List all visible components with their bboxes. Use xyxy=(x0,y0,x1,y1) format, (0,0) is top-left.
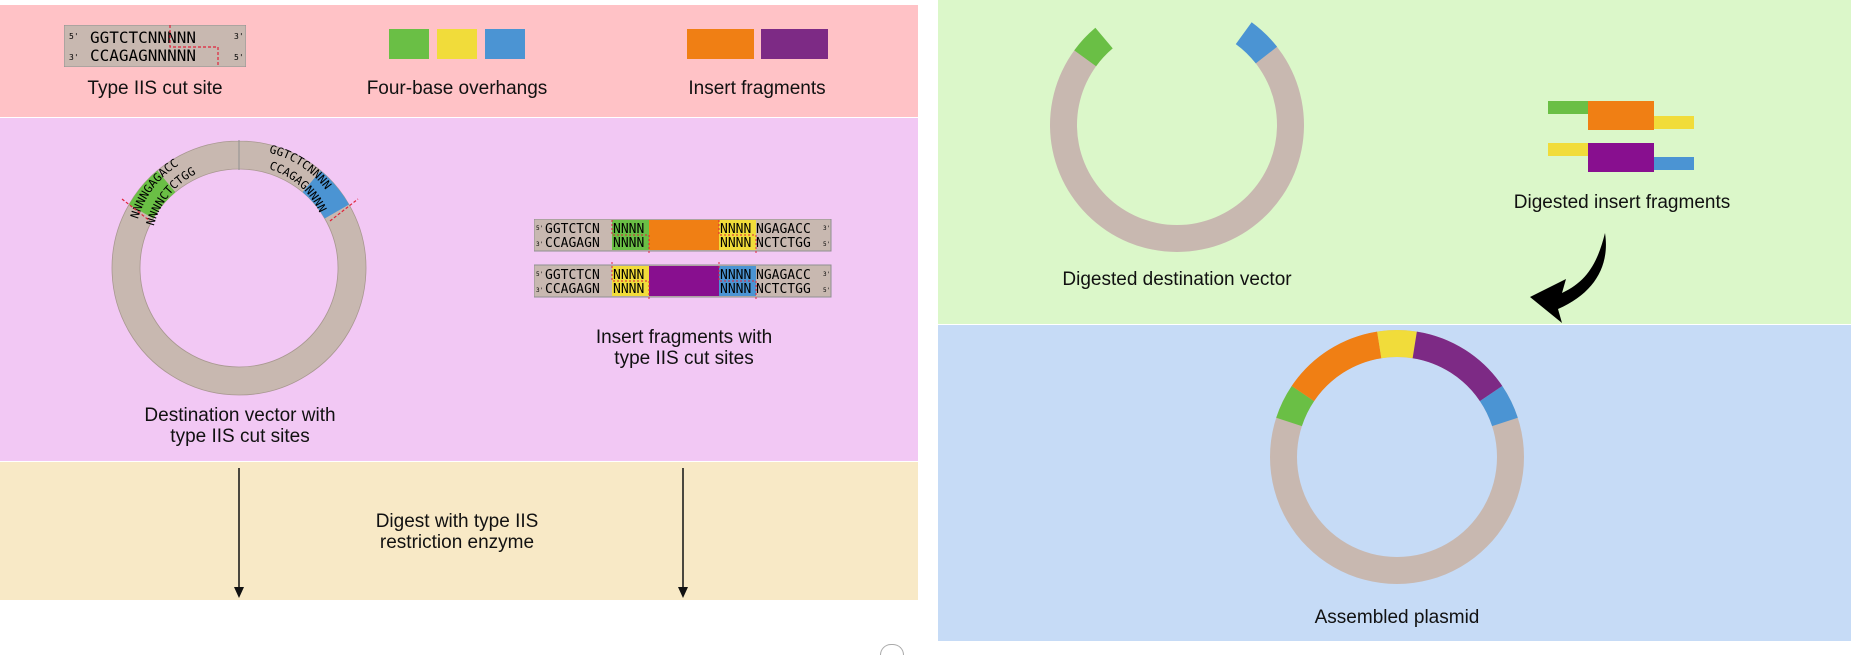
digested-fragments-diagram xyxy=(1548,101,1694,172)
frag1-bottom-left: CCAGAGN xyxy=(545,236,600,251)
overhang-swatch-yellow xyxy=(437,29,477,59)
cut-site-end-5-top: 5' xyxy=(69,32,79,41)
frag1-top-right: NGAGACC xyxy=(756,222,811,237)
overhang-swatch-blue xyxy=(485,29,525,59)
assembly-arrow xyxy=(1530,233,1606,323)
cut-site-end-3-top: 3' xyxy=(234,32,244,41)
overhangs-label: Four-base overhangs xyxy=(366,78,548,99)
inserts-label-line1: Insert fragments with xyxy=(595,327,773,348)
digested-fragment-1 xyxy=(1548,101,1694,130)
frag2-bottom-left: CCAGAGN xyxy=(545,282,600,297)
frag1-left-oh-top: NNNN xyxy=(613,222,644,237)
insert-fragments-diagram: 5' 3' 3' 5' GGTCTCN CCAGAGN NNNN NNNN NN… xyxy=(534,219,832,299)
destination-vector-diagram: NNNNGAGACC NNNNCTCTGG GGTCTCNNNN CCAGAGN… xyxy=(111,140,367,396)
frag2-end3: 3' xyxy=(536,287,543,294)
frag1-end3: 3' xyxy=(536,241,543,248)
digest-panel xyxy=(0,462,918,600)
frag2-top-right: NGAGACC xyxy=(756,268,811,283)
vector-green-overhang xyxy=(129,170,176,219)
digest-label: Digest with type IIS restriction enzyme xyxy=(337,511,577,553)
inserts-label-line2: type IIS cut sites xyxy=(614,348,754,369)
frag2-left-oh-top: NNNN xyxy=(613,268,644,283)
vector-left-cut-mark xyxy=(121,198,151,222)
vector-blue-overhang xyxy=(302,170,349,219)
digest-arrows xyxy=(234,468,688,598)
digested-green-overhang xyxy=(1074,27,1113,67)
digested-vector-label: Digested destination vector xyxy=(1062,269,1292,290)
cut-line xyxy=(169,25,219,67)
frag2-left-oh-bottom: NNNN xyxy=(613,282,644,297)
cut-site-end-3-bottom: 3' xyxy=(69,53,79,62)
plasmid-yellow-segment xyxy=(1377,330,1417,359)
vector-label-line1: Destination vector with xyxy=(144,405,336,426)
frag2-end3r: 3' xyxy=(823,271,830,278)
frag2-end5: 5' xyxy=(536,271,543,278)
insert-fragment-1: 5' 3' 3' 5' GGTCTCN CCAGAGN NNNN NNNN NN… xyxy=(534,219,832,254)
digest-label-line1: Digest with type IIS xyxy=(375,511,539,532)
frag1-right-oh-bottom: NNNN xyxy=(720,236,751,251)
frag2-right-oh-top: NNNN xyxy=(720,268,751,283)
fragments-label: Insert fragments xyxy=(688,78,826,99)
frag2-top-left: GGTCTCN xyxy=(545,268,600,283)
frag1-end3r: 3' xyxy=(823,225,830,232)
digested-fragments-label: Digested insert fragments xyxy=(1513,192,1731,213)
frag1-bottom-right: NCTCTGG xyxy=(756,236,811,251)
frag2-bottom-right: NCTCTGG xyxy=(756,282,811,297)
cut-site-end-5-bottom: 5' xyxy=(234,53,244,62)
cut-site-bottom-strand: CCAGAGNNNNN xyxy=(90,46,196,65)
fragment-swatch-purple xyxy=(761,29,828,59)
overhang-swatch-green xyxy=(389,29,429,59)
digested-vector-backbone xyxy=(1050,35,1304,252)
digest-arrowhead-left xyxy=(234,587,244,598)
vector-right-cut-mark xyxy=(329,198,359,222)
plasmid-blue-segment xyxy=(1479,385,1518,427)
frag1-end5: 5' xyxy=(536,225,543,232)
vector-label: Destination vector with type IIS cut sit… xyxy=(120,405,360,447)
insert-fragment-2: 5' 3' 3' 5' GGTCTCN CCAGAGN NNNN NNNN NN… xyxy=(534,262,832,299)
assembly-arrow-body xyxy=(1530,233,1606,323)
vector-backbone-ring xyxy=(111,140,367,396)
plasmid-orange-segment xyxy=(1291,331,1382,402)
frag1-top-left: GGTCTCN xyxy=(545,222,600,237)
inserts-label: Insert fragments with type IIS cut sites xyxy=(564,327,804,369)
digested-vector-diagram xyxy=(1050,22,1304,252)
digested-fragment-2 xyxy=(1548,143,1694,172)
cut-site-sequence: 5' 3' 3' 5' GGTCTCNNNNN CCAGAGNNNNN xyxy=(64,25,246,67)
frag1-left-oh-bottom: NNNN xyxy=(613,236,644,251)
assembly-panel xyxy=(938,325,1851,641)
frag2-end5r: 5' xyxy=(823,287,830,294)
digested-blue-overhang xyxy=(1235,22,1278,64)
frag2-right-oh-bottom: NNNN xyxy=(720,282,751,297)
cut-site-box xyxy=(64,25,246,67)
fragment-swatch-orange xyxy=(687,29,754,59)
vector-label-line2: type IIS cut sites xyxy=(170,426,310,447)
assembled-plasmid-label: Assembled plasmid xyxy=(1314,607,1480,628)
digest-label-line2: restriction enzyme xyxy=(379,532,535,553)
cut-site-label: Type IIS cut site xyxy=(87,78,223,99)
plasmid-purple-segment xyxy=(1412,331,1503,402)
plasmid-green-segment xyxy=(1276,385,1315,427)
frag1-end5r: 5' xyxy=(823,241,830,248)
cut-site-top-strand: GGTCTCNNNNN xyxy=(90,28,196,47)
assembled-plasmid-diagram xyxy=(1270,330,1524,584)
frag1-right-oh-top: NNNN xyxy=(720,222,751,237)
digest-arrowhead-right xyxy=(678,587,688,598)
